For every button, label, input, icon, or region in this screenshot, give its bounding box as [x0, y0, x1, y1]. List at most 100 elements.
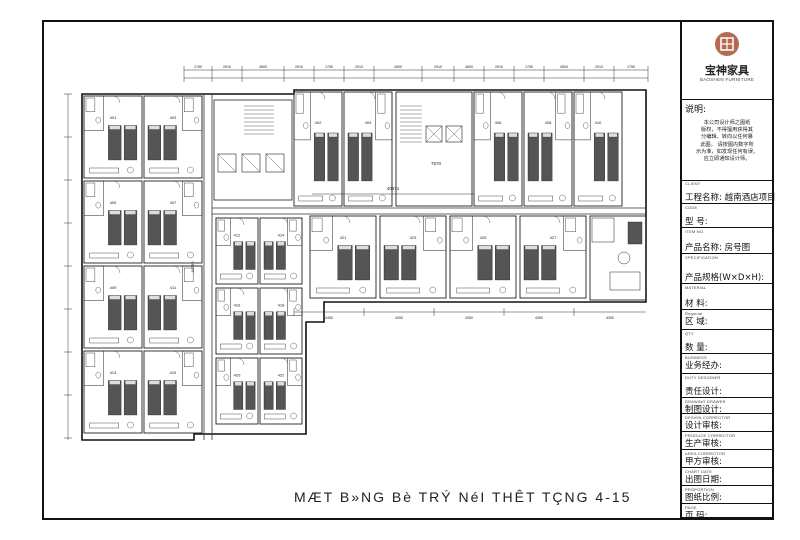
row-english-label: MATERIAL — [685, 285, 707, 290]
toilet — [193, 201, 200, 209]
door-swing — [112, 180, 121, 189]
logo-cell: 宝神家具 BAOSHEN FURNITURE — [682, 22, 772, 100]
room-number: 421 — [340, 235, 347, 240]
room-number: 411 — [170, 285, 177, 290]
row-english-label: DUTY DESIGNER — [685, 375, 721, 380]
notes-line: 示为准，如发现任何有误， — [695, 148, 759, 155]
bathroom-wall — [287, 287, 303, 316]
desk — [219, 343, 242, 350]
desk — [348, 195, 373, 202]
desk — [89, 252, 119, 259]
room-number: 403 — [170, 115, 177, 120]
bed — [147, 295, 161, 331]
desk — [89, 337, 119, 344]
elevator-mark — [265, 153, 285, 173]
bathroom-wall — [573, 91, 591, 141]
pillow — [164, 210, 176, 215]
title-block-row: SPECIFICATION 产品规格(W×D×H): — [682, 254, 772, 284]
room-number: 425 — [480, 235, 487, 240]
dimension-text: 1750 — [325, 65, 333, 69]
bathroom-wall — [287, 357, 303, 386]
logo-chinese-text: 宝神家具 — [705, 64, 749, 77]
bathtub — [289, 359, 297, 372]
door-swing — [280, 357, 289, 366]
row-field-label: 出图日期: — [685, 475, 722, 485]
room-number: 415 — [170, 370, 177, 375]
notes-line: 本公司设计师之图纸 — [703, 120, 751, 126]
door-swing — [172, 180, 181, 189]
row-english-label: PRODUCE CORRECTOR — [685, 433, 736, 438]
dimension-text: 2910 — [495, 65, 503, 69]
bed — [276, 241, 286, 270]
bed — [233, 311, 244, 340]
pillow — [234, 381, 243, 386]
door-swing — [412, 215, 421, 224]
toilet — [564, 122, 571, 129]
door-swing — [172, 95, 181, 104]
armchair — [429, 286, 436, 294]
bathtub — [425, 217, 436, 232]
dimension-text: 1750 — [525, 65, 533, 69]
armchair — [187, 421, 194, 429]
row-english-label: AREA CORRECTOR — [685, 451, 726, 456]
room-number: 402 — [315, 120, 322, 125]
bathroom-wall — [182, 350, 203, 386]
row-field-label: 产品规格(W×D×H): — [685, 273, 765, 283]
pillow — [496, 245, 509, 250]
bathroom-wall — [555, 91, 573, 141]
pillow — [595, 132, 604, 138]
row-english-label: SPECIFICATION — [685, 255, 718, 260]
room-number: 422 — [278, 372, 285, 377]
room-number: 408 — [545, 120, 552, 125]
desk — [149, 167, 180, 174]
bed — [541, 245, 557, 281]
pillow — [148, 210, 160, 215]
desk — [149, 422, 180, 429]
notes-line: 此图。 请按图内数字所 — [700, 141, 754, 148]
pillow — [328, 132, 338, 138]
notes-divider — [682, 180, 772, 181]
core-wall — [213, 99, 293, 201]
desk — [263, 273, 286, 280]
bed — [123, 210, 138, 246]
notes-text: 本公司设计师之图纸版权，不得擅用获得其分编辑、转向以任何篡此图。 请按图内数字所… — [686, 120, 768, 163]
pillow — [246, 241, 255, 246]
bathroom-wall — [182, 95, 203, 131]
bed — [163, 125, 177, 161]
desk — [456, 287, 490, 294]
row-field-label: 责任设计: — [685, 387, 722, 397]
desk — [478, 195, 503, 202]
desk — [526, 287, 560, 294]
sofa-set — [609, 271, 641, 291]
room-number: 414 — [278, 232, 285, 237]
pillow — [315, 132, 324, 138]
door-swing — [172, 350, 181, 359]
armchair — [509, 194, 516, 202]
bed — [108, 125, 122, 161]
bathtub — [217, 219, 225, 232]
pillow — [542, 132, 552, 138]
bathroom-wall — [591, 217, 615, 243]
bathroom-wall — [215, 357, 231, 386]
room-number: 416 — [234, 302, 241, 307]
pillow — [246, 311, 255, 316]
room-number: 401 — [110, 115, 117, 120]
toilet — [323, 236, 329, 244]
bed — [123, 295, 138, 331]
armchair — [127, 251, 134, 259]
logo-english-text: BAOSHEN FURNITURE — [699, 77, 755, 82]
desk — [89, 167, 119, 174]
pillow — [356, 245, 369, 250]
armchair — [359, 286, 366, 294]
room-number: 410 — [595, 120, 602, 125]
row-field-label: 图纸比例: — [685, 493, 722, 503]
pillow — [277, 381, 285, 386]
pillow — [264, 311, 273, 316]
desk — [219, 273, 242, 280]
bathtub — [217, 289, 225, 302]
